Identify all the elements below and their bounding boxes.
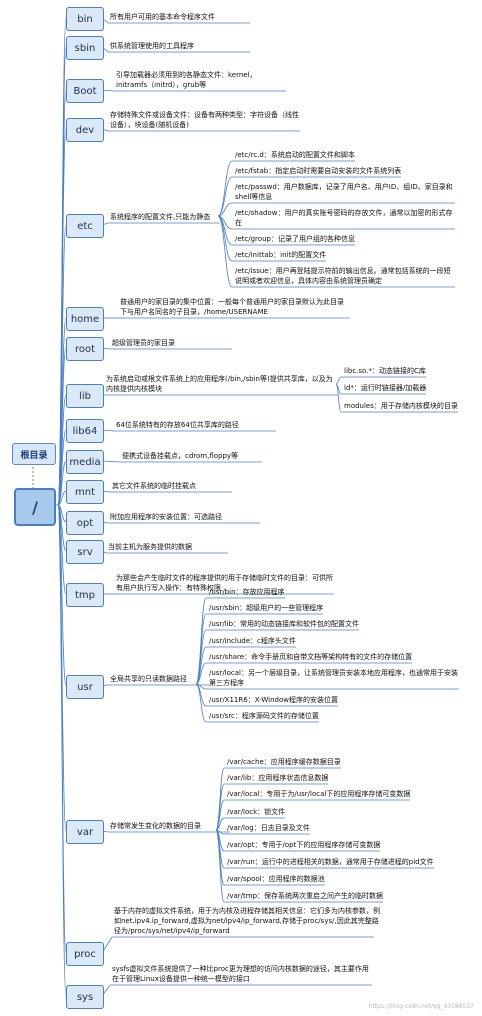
- branch-curve: [217, 202, 233, 217]
- node-desc-lib64: 64位系统特有的存放64位共享库的路径: [116, 421, 239, 429]
- node-home[interactable]: home: [66, 307, 104, 331]
- branch-curve: [195, 646, 207, 685]
- branch-curve: [195, 683, 207, 723]
- branch-curve: [195, 662, 207, 685]
- usr-child-item: /usr/include：c程序头文件: [209, 637, 296, 645]
- node-desc-opt: 附加应用程序的安装位置：可选路径: [110, 513, 222, 521]
- node-desc-root: 超级管理员的家目录: [112, 339, 175, 347]
- node-media[interactable]: media: [66, 450, 104, 474]
- usr-child-item: /usr/share：命令手册页和自带文档等架构特有的文件的存储位置: [209, 653, 413, 661]
- root-node[interactable]: /: [14, 488, 56, 526]
- branch-curve: [335, 383, 342, 413]
- node-tmp[interactable]: tmp: [66, 583, 104, 607]
- branch-curve: [215, 799, 225, 831]
- node-desc-boot: 引导加载器必须用到的各静态文件：kernel，initramfs（initrd）…: [116, 71, 257, 89]
- node-lib[interactable]: lib: [66, 384, 104, 408]
- usr-child-item: /usr/sbin：超级用户的一些管理程序: [209, 604, 324, 612]
- branch-curve: [195, 597, 207, 685]
- node-sbin[interactable]: sbin: [66, 36, 104, 60]
- branch-curve: [57, 504, 67, 687]
- branch-curve: [57, 490, 67, 506]
- lib-child-item: ld*：运行时链接器/加载器: [344, 384, 427, 392]
- branch-curve: [57, 460, 67, 506]
- root-label[interactable]: 根目录: [12, 443, 56, 465]
- var-child-item: /var/lib：应用程序状态信息数据: [227, 774, 329, 782]
- branch-curve: [57, 504, 67, 595]
- node-root[interactable]: root: [66, 337, 104, 361]
- etc-child-item: /etc/rc.d：系统启动的配置文件和脚本: [235, 151, 355, 159]
- var-child-item: /var/run：运行中的进程相关的数据，通常用于存储进程的pid文件: [227, 858, 434, 866]
- node-desc-tmp: 为那些会产生临时文件的程序提供的用于存储临时文件的目录：可供所有用户执行写入操作…: [116, 574, 333, 592]
- branch-curve: [57, 504, 67, 832]
- branch-curve: [217, 215, 233, 288]
- usr-child-item: /usr/bin：存放应用程序: [209, 588, 285, 596]
- node-desc-dev: 存储特殊文件或设备文件：设备有两种类型：字符设备（线性设备），块设备(随机设备): [110, 111, 299, 129]
- node-mnt[interactable]: mnt: [66, 480, 104, 504]
- node-etc[interactable]: etc: [66, 214, 104, 238]
- node-desc-bin: 所有用户可用的基本命令程序文件: [110, 13, 215, 21]
- etc-child-item: /etc/inittab：init的配置文件: [235, 251, 327, 259]
- branch-curve: [217, 160, 233, 217]
- etc-child-item: /etc/shadow：用户的真实账号密码的存放文件，通常以加密的形式存在: [235, 209, 453, 227]
- node-usr[interactable]: usr: [66, 675, 104, 699]
- lib-child-item: modules：用于存储内核模块的目录: [344, 402, 458, 410]
- usr-child-item: /usr/X11R6：X-Window程序的安装位置: [209, 696, 338, 704]
- etc-child-item: /etc/passwd：用户数据库，记录了用户名、用户ID、组ID、家目录和sh…: [235, 183, 453, 201]
- var-child-item: /var/cache：应用程序缓存数据目录: [227, 758, 341, 766]
- node-desc-var: 存储常发生变化的数据的目录: [110, 822, 201, 830]
- connector-line: [101, 429, 115, 432]
- node-desc-proc: 基于内存的虚拟文件系统，用于为内核及进程存储其相关信息：它们多为内核参数，例如n…: [114, 907, 380, 935]
- branch-curve: [215, 829, 225, 903]
- branch-curve: [215, 829, 225, 886]
- branch-curve: [57, 504, 67, 997]
- node-opt[interactable]: opt: [66, 511, 104, 535]
- branch-curve: [215, 767, 225, 831]
- node-bin[interactable]: bin: [66, 7, 104, 31]
- etc-child-item: /etc/group：记录了用户组的各种信息: [235, 235, 355, 243]
- branch-curve: [215, 817, 225, 831]
- usr-child-item: /usr/local：另一个层级目录，让系统管理员安装本地应用程序，也通常用于安…: [209, 669, 458, 687]
- node-lib64[interactable]: lib64: [66, 419, 104, 443]
- watermark: https://blog.csdn.net/qq_43186537: [368, 1003, 474, 1010]
- node-desc-home: 普通用户的家目录的集中位置：一般每个普通用户的家目录默认为此目录下与用户名同名的…: [120, 298, 344, 316]
- node-desc-lib: 为系统启动或根文件系统上的应用程序(/bin,/sbin等)提供共享库，以及为内…: [106, 375, 333, 393]
- var-child-item: /var/spool：应用程序的数据池: [227, 875, 325, 883]
- var-child-item: /var/log：日志目录及文件: [227, 824, 310, 832]
- etc-child-item: /etc/issue：用户再登陆提示符前的输出信息。通常包括系统的一段短说明或者…: [235, 267, 451, 285]
- node-desc-srv: 当前主机为服务提供的数据: [108, 543, 192, 551]
- etc-child-item: /etc/fstab：指定启动时需要自动安装的文件系统列表: [235, 167, 402, 175]
- usr-child-item: /usr/src：程序源码文件的存储位置: [209, 712, 319, 720]
- node-boot[interactable]: Boot: [66, 79, 104, 103]
- node-desc-media: 便携式设备挂载点，cdrom,floppy等: [122, 452, 239, 460]
- node-sys[interactable]: sys: [66, 985, 104, 1009]
- var-child-item: /var/lock：锁文件: [227, 808, 286, 816]
- node-var[interactable]: var: [66, 820, 104, 844]
- node-desc-mnt: 其它文件系统的临时挂载点: [112, 482, 196, 490]
- connector-line: [101, 460, 121, 463]
- usr-child-item: /usr/lib：常用的动态链接库和软件包的配置文件: [209, 620, 360, 628]
- var-child-item: /var/tmp：保存系统两次重启之间产生的临时数据: [227, 892, 384, 900]
- branch-curve: [217, 176, 233, 217]
- connector-line: [101, 89, 115, 92]
- node-desc-usr: 全局共享的只读数据路径: [110, 675, 187, 683]
- lib-child-item: libc.so.*：动态链接的C库: [344, 367, 426, 375]
- node-dev[interactable]: dev: [66, 118, 104, 142]
- node-desc-sys: sysfs虚拟文件系统提供了一种比proc更为理想的访问内核数据的途径，其主要作…: [112, 965, 369, 983]
- node-desc-etc: 系统程序的配置文件,只能为静态: [110, 213, 211, 221]
- var-child-item: /var/local：专用于为/usr/local下的应用程序存储可变数据: [227, 790, 411, 798]
- var-child-item: /var/opt：专用于/opt下的应用程序存储可变数据: [227, 841, 381, 849]
- node-proc[interactable]: proc: [66, 942, 104, 966]
- node-srv[interactable]: srv: [66, 540, 104, 564]
- node-desc-sbin: 供系统管理使用的工具程序: [110, 42, 194, 50]
